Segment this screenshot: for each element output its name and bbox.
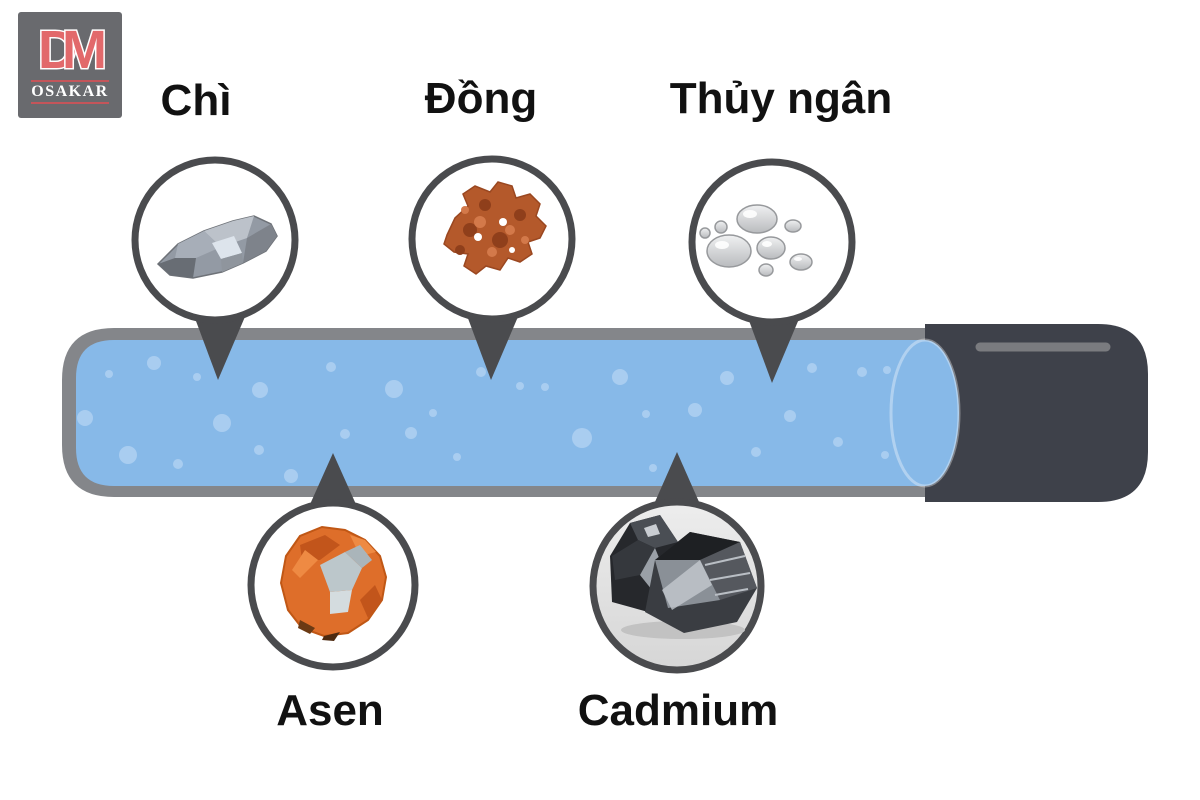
- pipe-mouth-rim: [889, 338, 961, 488]
- label-copper: Đồng: [424, 74, 538, 123]
- brand-monogram-art: D M: [37, 19, 109, 81]
- copper-callout-tail: [463, 305, 523, 380]
- pipe-end: [925, 324, 1148, 502]
- label-cadmium: Cadmium: [577, 686, 779, 735]
- label-lead: Chì: [160, 76, 232, 125]
- brand-monogram: D M: [24, 18, 116, 81]
- water-pipe: [62, 324, 1148, 502]
- monogram-letter-m: M: [62, 20, 107, 80]
- copper-nugget-photo: [443, 181, 547, 275]
- monogram-letter-d: D: [38, 20, 77, 80]
- mercury-droplets-photo: [699, 204, 813, 277]
- water-bubbles: [77, 356, 930, 483]
- arsenic-mineral-photo: [279, 525, 388, 641]
- lead-callout-tail: [190, 305, 250, 380]
- mercury-callout-tail: [744, 307, 804, 383]
- logo-rule-top: [31, 80, 109, 82]
- lead-nugget-photo: [156, 215, 278, 279]
- cadmium-chunks-photo: [610, 515, 757, 639]
- label-mercury: Thủy ngân: [669, 74, 893, 123]
- brand-name: OSAKAR: [31, 83, 109, 100]
- label-arsenic: Asen: [276, 686, 384, 735]
- pipe-mouth-water: [891, 340, 959, 486]
- pipe-water: [76, 340, 926, 486]
- brand-logo: D M OSAKAR: [18, 12, 122, 118]
- logo-rule-bottom: [31, 102, 109, 105]
